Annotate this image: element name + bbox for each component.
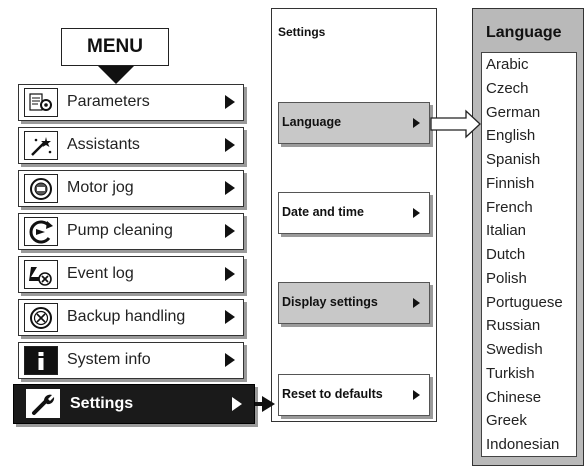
language-option-spanish[interactable]: Spanish (486, 151, 541, 168)
chevron-right-icon (225, 95, 235, 109)
chevron-right-icon (413, 118, 420, 128)
assistant-wand-icon (24, 131, 58, 160)
menu-item-settings[interactable]: Settings (13, 384, 255, 424)
language-panel-title: Language (486, 24, 562, 41)
chevron-right-icon (225, 224, 235, 238)
menu-item-label: Parameters (67, 93, 150, 110)
language-option-italian[interactable]: Italian (486, 222, 527, 239)
backup-icon (24, 303, 58, 332)
settings-item-display-settings[interactable]: Display settings (278, 282, 430, 324)
wrench-icon (26, 389, 60, 418)
language-option-english[interactable]: English (486, 127, 536, 144)
menu-down-arrow-icon (98, 66, 134, 84)
language-option-dutch[interactable]: Dutch (486, 246, 526, 263)
language-list (481, 52, 577, 457)
event-log-icon (24, 260, 58, 289)
language-option-turkish[interactable]: Turkish (486, 365, 535, 382)
language-option-arabic[interactable]: Arabic (486, 56, 529, 73)
chevron-right-icon (413, 390, 420, 400)
menu-item-event-log[interactable]: Event log (18, 256, 244, 293)
menu-item-label: Assistants (67, 136, 140, 153)
info-icon (24, 346, 58, 375)
language-option-chinese[interactable]: Chinese (486, 389, 542, 406)
menu-item-label: Backup handling (67, 308, 186, 325)
settings-item-reset-to-defaults[interactable]: Reset to defaults (278, 374, 430, 416)
settings-item-label: Reset to defaults (282, 387, 383, 401)
chevron-right-icon (225, 138, 235, 152)
settings-item-label: Date and time (282, 205, 364, 219)
menu-item-label: Pump cleaning (67, 222, 173, 239)
menu-item-label: Event log (67, 265, 134, 282)
menu-item-backup-handling[interactable]: Backup handling (18, 299, 244, 336)
language-option-polish[interactable]: Polish (486, 270, 527, 287)
menu-item-pump-cleaning[interactable]: Pump cleaning (18, 213, 244, 250)
menu-title: MENU (61, 28, 169, 66)
pump-cleaning-icon (24, 217, 58, 246)
chevron-right-icon (232, 397, 242, 411)
language-option-indonesian[interactable]: Indonesian (486, 436, 560, 453)
menu-item-system-info[interactable]: System info (18, 342, 244, 379)
chevron-right-icon (225, 353, 235, 367)
chevron-right-icon (225, 267, 235, 281)
language-option-finnish[interactable]: Finnish (486, 175, 535, 192)
menu-item-motor-jog[interactable]: Motor jog (18, 170, 244, 207)
menu-item-label: Settings (70, 395, 134, 412)
settings-item-language[interactable]: Language (278, 102, 430, 144)
chevron-right-icon (413, 208, 420, 218)
chevron-right-icon (225, 181, 235, 195)
settings-item-date-and-time[interactable]: Date and time (278, 192, 430, 234)
menu-item-label: System info (67, 351, 151, 368)
motor-icon (24, 174, 58, 203)
settings-panel-title: Settings (278, 25, 326, 39)
language-option-german[interactable]: German (486, 104, 541, 121)
language-option-russian[interactable]: Russian (486, 317, 541, 334)
settings-item-label: Display settings (282, 295, 378, 309)
parameters-gear-icon (24, 88, 58, 117)
chevron-right-icon (225, 310, 235, 324)
language-option-czech[interactable]: Czech (486, 80, 529, 97)
language-option-french[interactable]: French (486, 199, 533, 216)
menu-item-label: Motor jog (67, 179, 134, 196)
settings-item-label: Language (282, 115, 342, 129)
menu-item-assistants[interactable]: Assistants (18, 127, 244, 164)
language-option-greek[interactable]: Greek (486, 412, 527, 429)
menu-item-parameters[interactable]: Parameters (18, 84, 244, 121)
language-option-portuguese[interactable]: Portuguese (486, 294, 563, 311)
language-option-swedish[interactable]: Swedish (486, 341, 543, 358)
chevron-right-icon (413, 298, 420, 308)
